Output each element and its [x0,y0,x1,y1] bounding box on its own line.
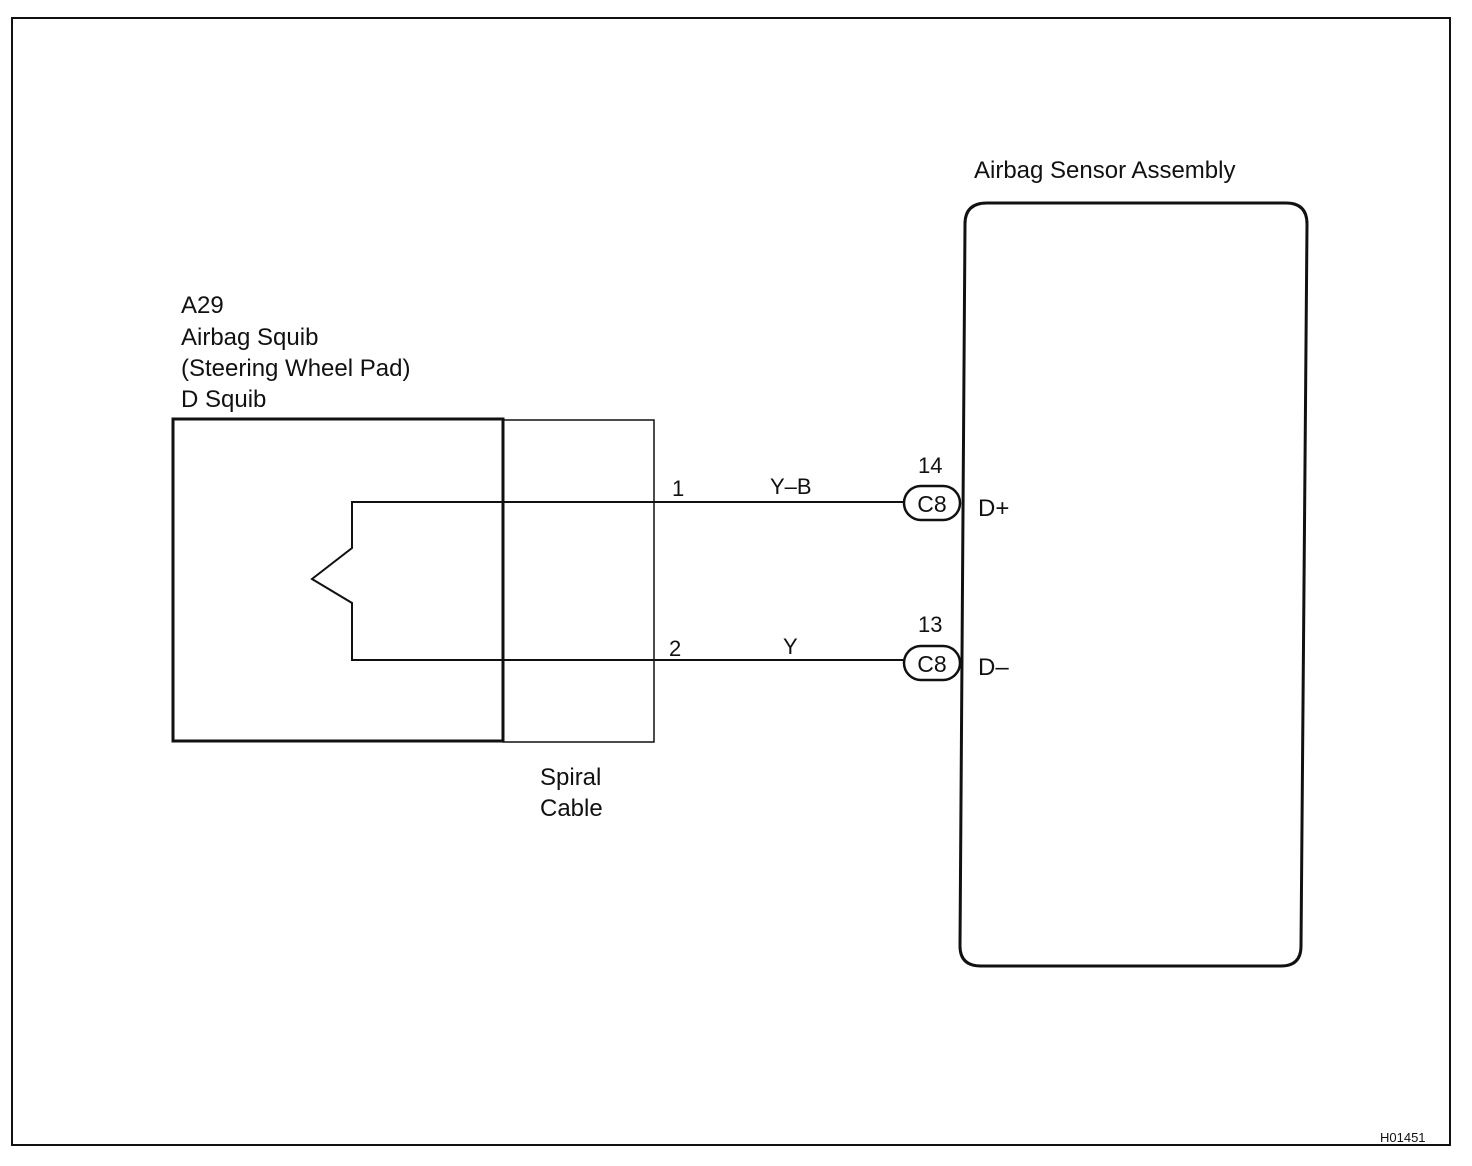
connector-label-c8-upper: C8 [917,491,946,517]
terminal-d-plus: D+ [978,495,1009,522]
spiral-cable-label-line1: Spiral [540,764,601,791]
squib-location-label: (Steering Wheel Pad) [181,355,410,382]
airbag-sensor-assembly-box [958,201,1309,968]
connector-c8-pin14 [902,484,962,522]
wire-color-y: Y [783,634,798,659]
squib-name-label: Airbag Squib [181,324,318,351]
connector-label-c8-lower: C8 [917,651,946,677]
spiral-cable-label-line2: Cable [540,795,603,822]
wire-color-y-b: Y–B [770,474,812,499]
squib-pin-1: 1 [672,476,684,501]
squib-code-label: A29 [181,292,224,319]
squib-type-label: D Squib [181,386,266,413]
airbag-squib-box [171,417,505,743]
sensor-pin-14: 14 [918,453,942,478]
spiral-cable-box [502,419,655,743]
connector-c8-pin13 [902,644,962,682]
sensor-assembly-label: Airbag Sensor Assembly [974,157,1235,184]
squib-element-symbol [310,501,904,661]
squib-pin-2: 2 [669,636,681,661]
terminal-d-minus: D– [978,654,1009,681]
diagram-frame [11,17,1451,1146]
figure-code: H01451 [1380,1130,1426,1145]
sensor-pin-13: 13 [918,612,942,637]
